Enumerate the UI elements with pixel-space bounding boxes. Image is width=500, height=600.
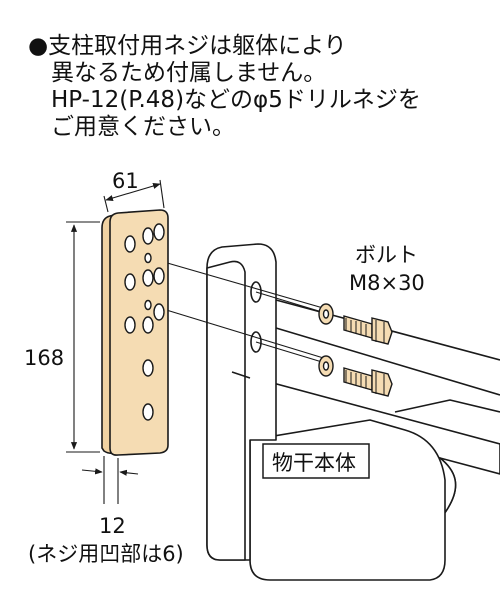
note-line-4: ご用意ください。	[51, 114, 235, 140]
bracket-plate	[101, 209, 169, 456]
height-label: 168	[24, 346, 64, 370]
dimension-lines	[66, 179, 165, 504]
width-label: 61	[112, 169, 139, 193]
bolt-label: ボルト	[355, 243, 418, 267]
body-label-box: 物干本体	[262, 443, 370, 479]
note-line-3: HP-12(P.48)などのφ5ドリルネジを	[51, 87, 421, 113]
bolt-size-label: M8×30	[349, 271, 425, 295]
alignment-lines	[149, 257, 331, 363]
note-line-1: ●支柱取付用ネジは躯体により	[28, 33, 347, 59]
mount-hole-lower	[250, 331, 262, 353]
body-label: 物干本体	[272, 451, 356, 475]
thickness-note: (ネジ用凹部は6)	[28, 542, 184, 566]
mount-hole-upper	[250, 281, 262, 303]
dryer-mount-side	[206, 260, 246, 561]
bolt-lower	[318, 355, 393, 397]
installation-note: ●支柱取付用ネジは躯体により 異なるため付属しません。 HP-12(P.48)な…	[28, 33, 488, 141]
note-line-2: 異なるため付属しません。	[51, 60, 327, 86]
bullet-icon: ●	[28, 33, 49, 59]
thickness-label: 12	[99, 514, 126, 538]
bracket-front	[109, 209, 169, 456]
bracket-holes	[124, 223, 165, 421]
bolt-upper	[318, 303, 393, 345]
